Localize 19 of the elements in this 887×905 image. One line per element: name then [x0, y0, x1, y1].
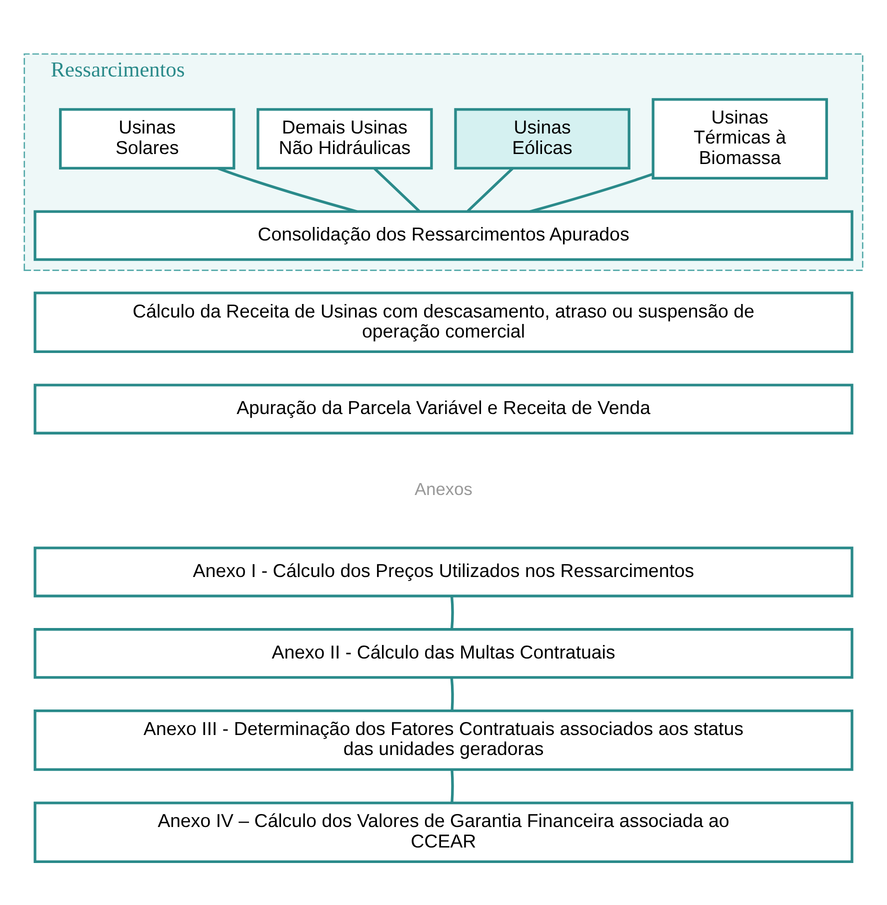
- node-box: Usinas Eólicas: [454, 108, 630, 170]
- node-box: Anexo III - Determinação dos Fatores Contratuais associados aos status das unidades geradoras: [34, 709, 854, 771]
- connector: [530, 172, 654, 213]
- connector: [218, 167, 358, 213]
- node-box: Cálculo da Receita de Usinas com descasamento, atraso ou suspensão de operação comercial: [34, 292, 854, 354]
- connector: [373, 167, 420, 212]
- connector: [466, 167, 514, 212]
- connector: [450, 596, 454, 630]
- node-box: Demais Usinas Não Hidráulicas: [256, 108, 433, 170]
- node-box: Anexo IV – Cálculo dos Valores de Garantia Financeira associada ao CCEAR: [34, 802, 854, 863]
- node-box: Anexo I - Cálculo dos Preços Utilizados nos Ressarcimentos: [34, 546, 854, 598]
- connector: [450, 678, 454, 711]
- connector: [450, 770, 454, 803]
- node-box: Consolidação dos Ressarcimentos Apurados: [34, 210, 854, 261]
- node-box: Apuração da Parcela Variável e Receita de Venda: [34, 384, 854, 434]
- node-box: Usinas Solares: [59, 108, 236, 170]
- node-box: Anexo II - Cálculo das Multas Contratuais: [34, 628, 854, 679]
- label: Anexos: [414, 479, 472, 500]
- node-box: Usinas Térmicas à Biomassa: [652, 98, 828, 180]
